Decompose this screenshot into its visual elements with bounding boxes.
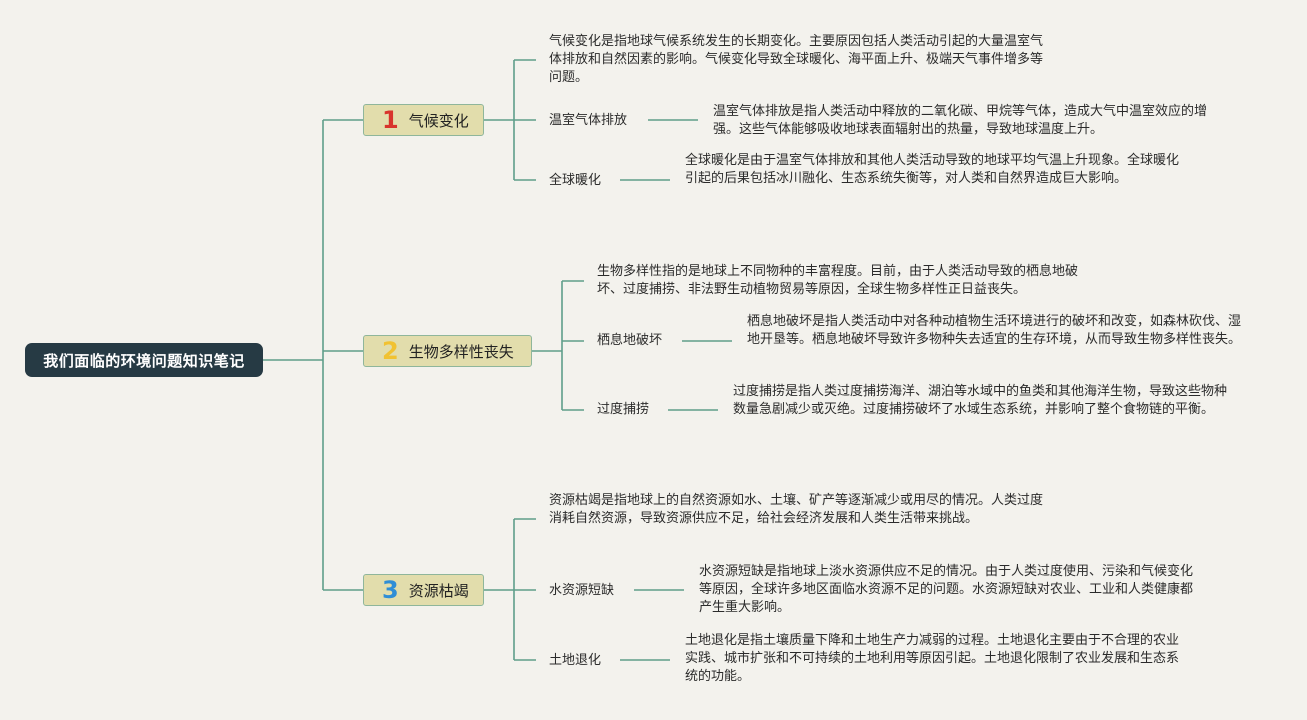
number-two-badge: 2 [382, 337, 399, 365]
branch-2-description: 生物多样性指的是地球上不同物种的丰富程度。目前，由于人类活动导致的栖息地破坏、过… [597, 264, 1079, 297]
subtopic-water-scarcity[interactable]: 水资源短缺 [549, 583, 615, 598]
branch-climate-change[interactable]: 1 气候变化 [363, 104, 484, 136]
subtopic-overfishing-description: 过度捕捞是指人类过度捕捞海洋、湖泊等水域中的鱼类和其他海洋生物，导致这些物种数量… [733, 384, 1228, 417]
subtopic-global-warming-description: 全球暖化是由于温室气体排放和其他人类活动导致的地球平均气温上升现象。全球暖化引起… [685, 153, 1180, 186]
connector-b2-spine [532, 281, 563, 410]
connector-b1-spine [484, 60, 515, 180]
subtopic-habitat-destruction-description: 栖息地破坏是指人类活动中对各种动植物生活环境进行的破坏和改变，如森林砍伐、湿地开… [747, 314, 1242, 347]
branch-1-description: 气候变化是指地球气候系统发生的长期变化。主要原因包括人类活动引起的大量温室气体排… [549, 34, 1044, 85]
subtopic-overfishing[interactable]: 过度捕捞 [597, 402, 650, 417]
branch-title: 生物多样性丧失 [408, 342, 514, 361]
subtopic-habitat-destruction[interactable]: 栖息地破坏 [597, 333, 663, 348]
branch-3-description: 资源枯竭是指地球上的自然资源如水、土壤、矿产等逐渐减少或用尽的情况。人类过度消耗… [549, 493, 1044, 526]
root-topic[interactable]: 我们面临的环境问题知识笔记 [25, 343, 263, 377]
subtopic-water-scarcity-description: 水资源短缺是指地球上淡水资源供应不足的情况。由于人类过度使用、污染和气候变化等原… [699, 564, 1194, 615]
subtopic-greenhouse-emissions-description: 温室气体排放是指人类活动中释放的二氧化碳、甲烷等气体，造成大气中温室效应的增强。… [713, 104, 1208, 137]
subtopic-land-degradation-description: 土地退化是指土壤质量下降和土地生产力减弱的过程。土地退化主要由于不合理的农业实践… [685, 633, 1180, 684]
branch-title: 气候变化 [408, 111, 469, 130]
number-one-badge: 1 [382, 106, 399, 134]
branch-biodiversity-loss[interactable]: 2 生物多样性丧失 [363, 335, 532, 367]
subtopic-greenhouse-emissions[interactable]: 温室气体排放 [549, 113, 628, 128]
connector-b3-spine [484, 519, 515, 660]
subtopic-land-degradation[interactable]: 土地退化 [549, 653, 602, 668]
branch-resource-depletion[interactable]: 3 资源枯竭 [363, 574, 484, 606]
subtopic-global-warming[interactable]: 全球暖化 [549, 173, 602, 188]
branch-title: 资源枯竭 [408, 581, 469, 600]
number-three-badge: 3 [382, 576, 399, 604]
